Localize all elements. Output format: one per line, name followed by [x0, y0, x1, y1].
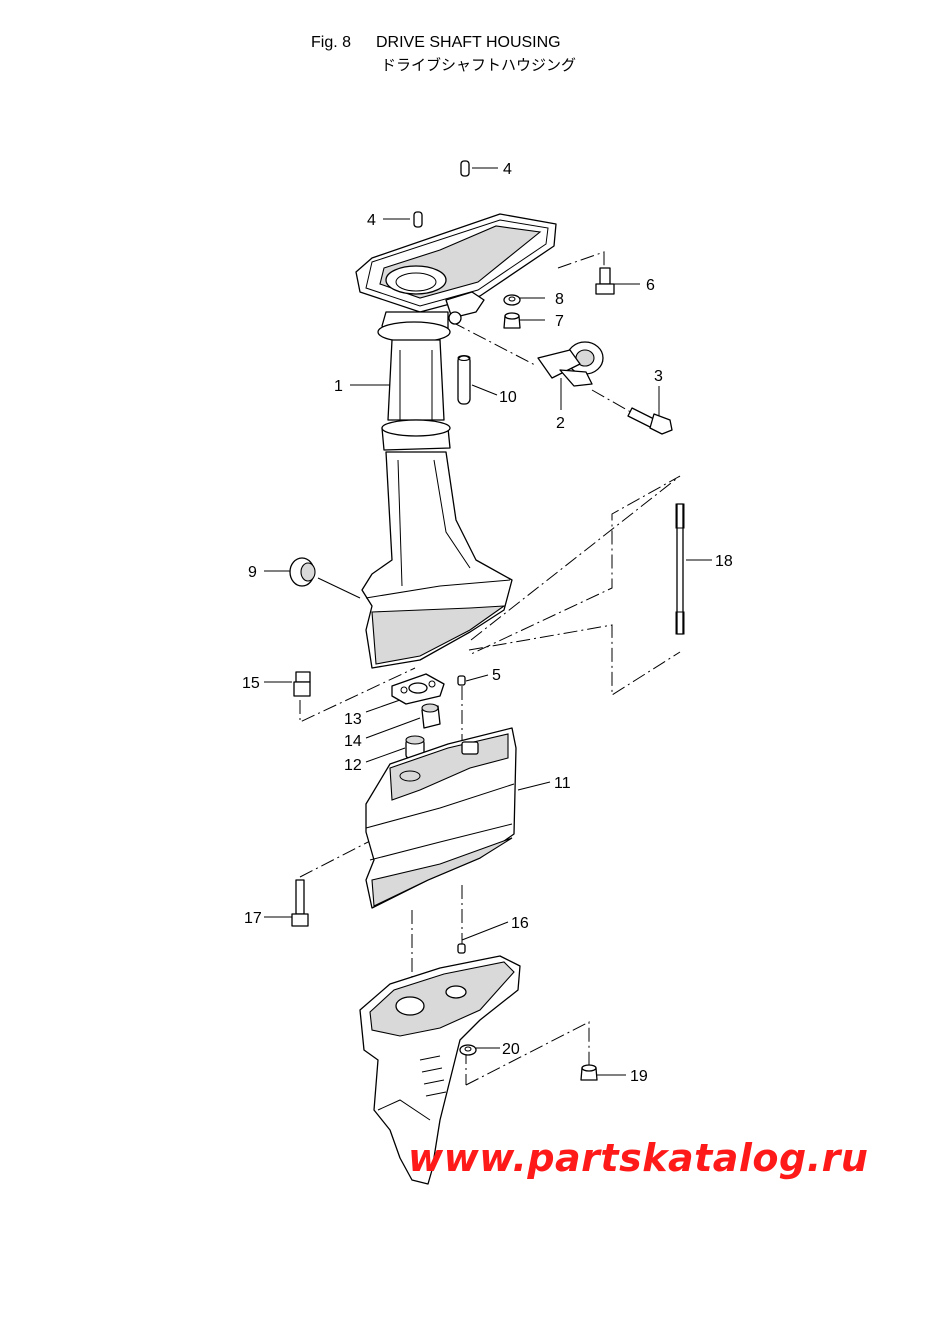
callout-1: 1: [334, 378, 343, 395]
gear-case: [359, 955, 521, 1185]
part-4-pin-left: [413, 211, 423, 228]
callout-16: 16: [511, 915, 529, 932]
callout-8: 8: [555, 291, 564, 308]
callout-2: 2: [556, 415, 565, 432]
callout-3: 3: [654, 368, 663, 385]
callout-4: 4: [503, 161, 512, 178]
callout-12: 12: [344, 757, 362, 774]
part-10-tube: [457, 355, 471, 405]
callout-13: 13: [344, 711, 362, 728]
part-15-bolt: [293, 671, 311, 697]
callout-19: 19: [630, 1068, 648, 1085]
callout-10: 10: [499, 389, 517, 406]
part-3-bolt: [627, 407, 673, 435]
part-5-pin: [457, 675, 466, 686]
part-4-pin-top: [460, 160, 470, 177]
part-20-washer: [459, 1044, 477, 1056]
figure-title: DRIVE SHAFT HOUSING: [376, 34, 561, 51]
callout-18: 18: [715, 553, 733, 570]
watermark-text: www.partskatalog.ru: [408, 1136, 868, 1180]
part-17-bolt: [291, 879, 309, 927]
part-14-rubber-mount: [421, 703, 441, 729]
callout-5: 5: [492, 667, 501, 684]
part-9-grommet: [289, 557, 316, 587]
part-6-bolt: [595, 267, 615, 295]
callout-11: 11: [554, 775, 571, 792]
callout-7: 7: [555, 313, 564, 330]
part-1-drive-shaft-housing: [355, 213, 557, 669]
part-11-lower-housing: [365, 727, 517, 909]
part-18-stud: [675, 503, 685, 635]
part-16-pin: [457, 943, 466, 954]
figure-number: Fig. 8: [311, 34, 352, 51]
callout-20: 20: [502, 1041, 520, 1058]
callout-15: 15: [242, 675, 260, 692]
part-13-plate: [391, 673, 445, 705]
part-8-washer: [503, 294, 521, 306]
part-7-nut: [503, 312, 521, 329]
callout-6: 6: [646, 277, 655, 294]
part-19-nut: [580, 1064, 598, 1081]
part-2-clamp: [537, 341, 604, 387]
callout-9: 9: [248, 564, 257, 581]
leader-lines: [264, 167, 712, 1076]
callout-17: 17: [244, 910, 262, 927]
callout-labels: 4 4 6 8 7 1 10 3 2 18 9 5 15 13 14 12 11…: [242, 161, 733, 1085]
callout-4: 4: [367, 212, 376, 229]
callout-14: 14: [344, 733, 362, 750]
figure-title-japanese: ドライブシャフトハウジング: [381, 56, 577, 74]
